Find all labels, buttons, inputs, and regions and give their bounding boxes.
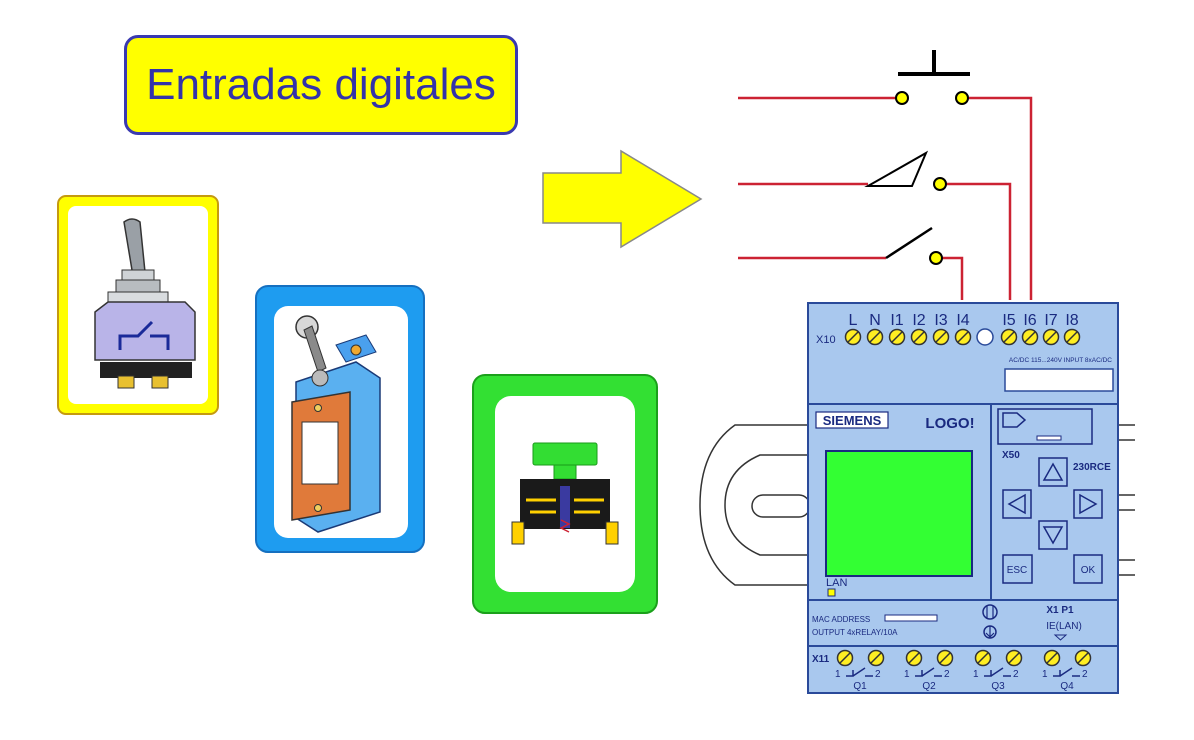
output-pin-b: 2 xyxy=(1013,669,1019,680)
terminal-screw-n xyxy=(866,328,884,346)
label-window xyxy=(1004,368,1114,392)
toggle-switch-card xyxy=(57,195,219,415)
push-button-icon xyxy=(511,442,619,545)
lan-led xyxy=(827,588,836,597)
lcd-display xyxy=(825,450,973,577)
slot-card-icon xyxy=(1002,412,1027,428)
lan-label: LAN xyxy=(826,577,847,589)
relay-contact-icon xyxy=(915,667,942,677)
terminal-label-i2: I2 xyxy=(912,312,925,329)
title-banner: Entradas digitales xyxy=(124,35,518,135)
esc-button[interactable]: ESC xyxy=(1002,554,1033,584)
output-name: Q2 xyxy=(922,681,936,692)
terminal-screw-i1 xyxy=(888,328,906,346)
ground-icon xyxy=(982,604,998,620)
output-pin-a: 1 xyxy=(1042,669,1048,680)
limit-switch-icon xyxy=(291,315,381,533)
relay-output-q4: 1 2Q4 xyxy=(1042,649,1092,692)
toggle-switch-icon xyxy=(94,218,196,389)
terminal-screw-i4 xyxy=(954,328,972,346)
ok-label: OK xyxy=(1081,565,1096,576)
output-pin-a: 1 xyxy=(973,669,979,680)
terminal-screw-i5 xyxy=(1000,328,1018,346)
output-pin-a: 1 xyxy=(904,669,910,680)
brand-label: SIEMENS xyxy=(823,413,882,428)
mac-label: MAC ADDRESS xyxy=(812,615,870,624)
down-button[interactable] xyxy=(1038,520,1068,550)
terminal-label-l: L xyxy=(849,312,858,329)
limit-switch-symbol xyxy=(864,150,947,191)
push-button-card xyxy=(472,374,658,614)
output-pin-b: 2 xyxy=(944,669,950,680)
port-label: X1 P1 xyxy=(1046,605,1074,616)
terminal-label-i1: I1 xyxy=(890,312,903,329)
terminal-label-i4: I4 xyxy=(956,312,969,329)
variant-label: 230RCE xyxy=(1073,462,1111,473)
slot-label: X50 xyxy=(1002,450,1020,461)
terminal-screw-i6 xyxy=(1021,328,1039,346)
port-sub-label: IE(LAN) xyxy=(1046,621,1082,632)
output-screw-a xyxy=(905,649,923,667)
slot-opening xyxy=(1036,435,1062,441)
power-spec-label: AC/DC 115...240V INPUT 8xAC/DC xyxy=(1009,357,1112,364)
normally-open-pushbutton-symbol xyxy=(895,50,970,105)
terminal-label-i8: I8 xyxy=(1065,312,1078,329)
left-button[interactable] xyxy=(1002,489,1032,519)
terminal-screw-l xyxy=(844,328,862,346)
siemens-logo xyxy=(815,411,889,429)
output-screw-b xyxy=(936,649,954,667)
output-pin-b: 2 xyxy=(1082,669,1088,680)
output-pin-a: 1 xyxy=(835,669,841,680)
terminal-screw-i3 xyxy=(932,328,950,346)
terminal-label-i7: I7 xyxy=(1044,312,1057,329)
port-arrow-icon xyxy=(1053,634,1068,641)
x11-label: X11 xyxy=(812,654,830,665)
relay-contact-icon xyxy=(846,667,873,677)
relay-output-q1: 1 2Q1 xyxy=(835,649,885,692)
up-button[interactable] xyxy=(1038,457,1068,487)
terminal-screw-i2 xyxy=(910,328,928,346)
left-arrow-icon xyxy=(1007,493,1026,515)
relay-contact-icon xyxy=(1053,667,1080,677)
output-name: Q4 xyxy=(1060,681,1074,692)
limit-switch-card xyxy=(255,285,425,553)
ok-button[interactable]: OK xyxy=(1073,554,1103,584)
terminal-label-i6: I6 xyxy=(1023,312,1036,329)
relay-output-q2: 1 2Q2 xyxy=(904,649,954,692)
din-rail xyxy=(699,424,1135,586)
terminal-spacer xyxy=(976,328,994,346)
x10-label: X10 xyxy=(816,334,836,346)
relay-output-q3: 1 2Q3 xyxy=(973,649,1023,692)
terminal-label-i5: I5 xyxy=(1002,312,1015,329)
terminal-label-i3: I3 xyxy=(934,312,947,329)
output-screw-a xyxy=(1043,649,1061,667)
terminal-screw-i8 xyxy=(1063,328,1081,346)
output-name: Q3 xyxy=(991,681,1005,692)
terminal-screw-i7 xyxy=(1042,328,1060,346)
output-screw-b xyxy=(867,649,885,667)
output-screw-b xyxy=(1074,649,1092,667)
output-screw-a xyxy=(836,649,854,667)
output-spec-label: OUTPUT 4xRELAY/10A xyxy=(812,628,898,637)
down-arrow-icon xyxy=(1042,526,1064,545)
input-wiring xyxy=(738,96,1033,300)
terminal-label-n: N xyxy=(869,312,881,329)
arrow-right-icon xyxy=(542,149,703,249)
output-screw-a xyxy=(974,649,992,667)
mac-field xyxy=(884,614,938,622)
esc-label: ESC xyxy=(1007,565,1028,576)
output-pin-b: 2 xyxy=(875,669,881,680)
output-name: Q1 xyxy=(853,681,867,692)
right-arrow-icon xyxy=(1079,493,1098,515)
right-button[interactable] xyxy=(1073,489,1103,519)
output-screw-b xyxy=(1005,649,1023,667)
relay-contact-icon xyxy=(984,667,1011,677)
model-label: LOGO! xyxy=(925,415,974,432)
toggle-switch-symbol xyxy=(885,226,943,265)
page-title: Entradas digitales xyxy=(146,60,496,109)
up-arrow-icon xyxy=(1042,462,1064,481)
